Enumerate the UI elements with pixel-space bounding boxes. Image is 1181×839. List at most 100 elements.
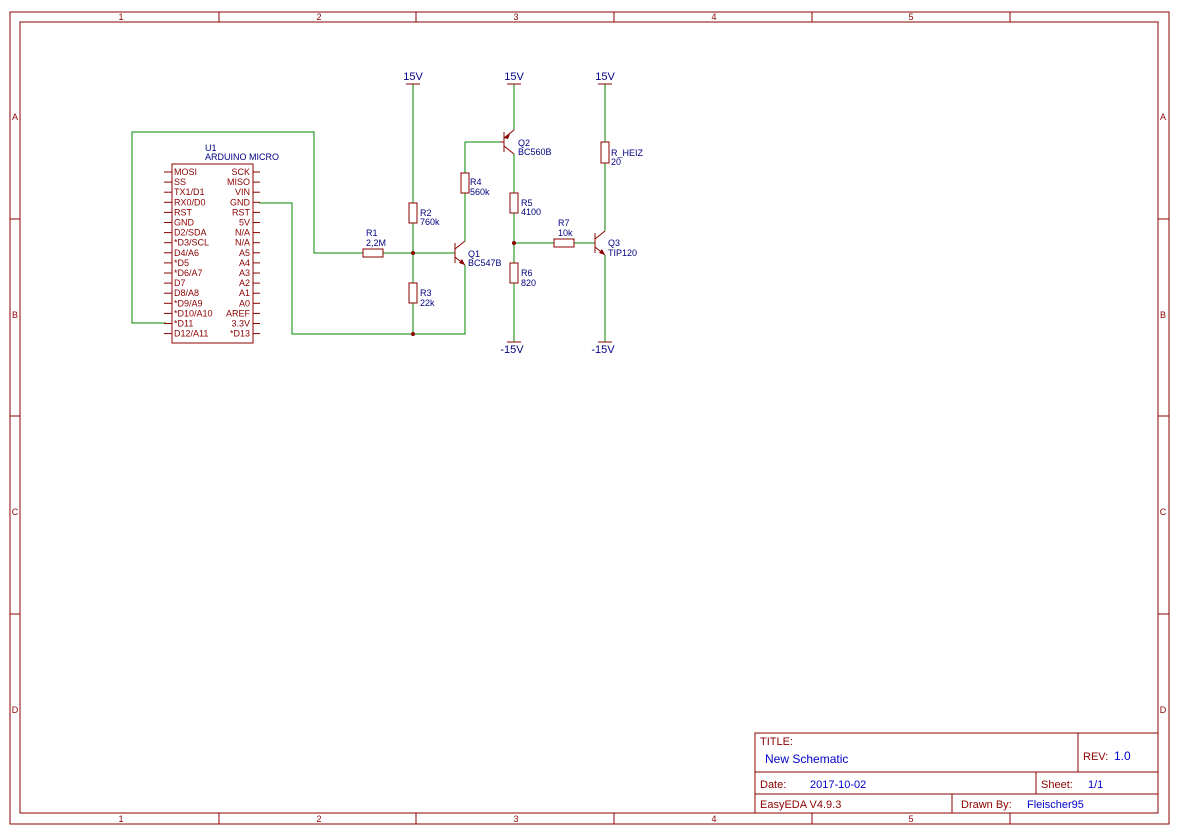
arduino-left-pin-label: RST <box>174 207 193 217</box>
grid-row-label: D <box>12 705 19 715</box>
grid-col-label: 5 <box>908 814 913 824</box>
grid-row-label: C <box>12 507 19 517</box>
r3-value: 22k <box>420 298 435 308</box>
arduino-ref: U1 <box>205 143 217 153</box>
resistor-r3[interactable]: R3 22k <box>408 282 435 308</box>
power-label-15v: 15V <box>504 71 524 83</box>
arduino-right-pin-label: A5 <box>239 248 250 258</box>
grid-row-label: D <box>1160 705 1167 715</box>
r2-value: 760k <box>420 217 440 227</box>
q1-ref: Q1 <box>468 249 480 259</box>
power-symbols: 15V 15V 15V -15V -15V <box>403 71 615 356</box>
rev-label: REV: <box>1083 751 1108 763</box>
arduino-left-pin-label: *D11 <box>174 319 193 329</box>
r5-ref: R5 <box>521 198 533 208</box>
arduino-left-pin-label: *D3/SCL <box>174 238 209 248</box>
arduino-right-pin-label: *D13 <box>230 329 250 339</box>
arduino-left-pin-label: MOSI <box>174 167 197 177</box>
arduino-right-pin-label: N/A <box>235 228 250 238</box>
arduino-right-pin-label: GND <box>230 197 251 207</box>
q1-value: BC547B <box>468 258 502 268</box>
junction-dot <box>512 241 516 245</box>
r7-ref: R7 <box>558 218 570 228</box>
grid-col-label: 1 <box>118 814 123 824</box>
title-label: TITLE: <box>760 736 793 748</box>
arduino-left-pin-label: RX0/D0 <box>174 197 206 207</box>
arduino-right-pin-label: SCK <box>231 167 250 177</box>
grid-row-label: B <box>12 310 18 320</box>
arduino-right-pin-label: A0 <box>239 298 250 308</box>
arduino-left-pin-label: D2/SDA <box>174 228 207 238</box>
resistor-r1[interactable]: R1 2,2M <box>362 228 386 258</box>
arduino-name: ARDUINO MICRO <box>205 152 279 162</box>
title-block: TITLE: New Schematic REV: 1.0 Date: 2017… <box>754 732 1159 814</box>
grid-row-label: C <box>1160 507 1167 517</box>
power-label-neg15v: -15V <box>591 344 615 356</box>
r6-ref: R6 <box>521 268 533 278</box>
schematic-title: New Schematic <box>765 752 848 766</box>
sheet-frame: 1 2 3 4 5 1 2 3 4 5 A B C D A B C D <box>9 11 1170 825</box>
arduino-right-pin-label: A1 <box>239 288 250 298</box>
r1-ref: R1 <box>366 228 378 238</box>
power-label-neg15v: -15V <box>500 344 524 356</box>
wire-d11-to-r1[interactable] <box>131 131 363 324</box>
arduino-right-pin-label: N/A <box>235 238 250 248</box>
arduino-left-pin-label: *D9/A9 <box>174 298 203 308</box>
junction-dot <box>411 251 415 255</box>
grid-col-label: 5 <box>908 12 913 22</box>
r4-value: 560k <box>470 187 490 197</box>
resistor-r2[interactable]: R2 760k <box>408 202 440 227</box>
transistor-q2[interactable]: Q2 BC560B <box>500 129 552 157</box>
power-label-15v: 15V <box>595 71 615 83</box>
arduino-left-pin-label: D12/A11 <box>174 329 208 339</box>
arduino-left-pin-label: D7 <box>174 278 186 288</box>
r4-ref: R4 <box>470 177 482 187</box>
grid-col-label: 3 <box>513 814 518 824</box>
resistor-r5[interactable]: R5 4100 <box>509 192 541 217</box>
wire-r4-q2b[interactable] <box>464 141 500 173</box>
arduino-micro[interactable]: U1 ARDUINO MICRO MOSISSTX1/D1RX0/D0RSTGN… <box>164 143 279 344</box>
q3-value: TIP120 <box>608 248 637 258</box>
r5-value: 4100 <box>521 207 541 217</box>
arduino-left-pin-label: *D10/A10 <box>174 308 213 318</box>
rheiz-ref: R_HEIZ <box>611 148 644 158</box>
arduino-pins: MOSISSTX1/D1RX0/D0RSTGNDD2/SDA*D3/SCLD4/… <box>164 167 260 339</box>
grid-col-label: 3 <box>513 12 518 22</box>
grid-row-label: B <box>1160 310 1166 320</box>
arduino-right-pin-label: RST <box>232 207 251 217</box>
transistor-q1[interactable]: Q1 BC547B <box>454 240 502 268</box>
r3-ref: R3 <box>420 288 432 298</box>
arduino-left-pin-label: GND <box>174 218 195 228</box>
r1-value: 2,2M <box>366 238 386 248</box>
drawn-by-label: Drawn By: <box>961 799 1012 811</box>
resistor-r4[interactable]: R4 560k <box>460 172 490 197</box>
arduino-right-pin-label: A3 <box>239 268 250 278</box>
arduino-left-pin-label: TX1/D1 <box>174 187 205 197</box>
arduino-right-pin-label: MISO <box>227 177 250 187</box>
arduino-left-pin-label: D4/A6 <box>174 248 199 258</box>
q2-value: BC560B <box>518 147 552 157</box>
arduino-right-pin-label: 3.3V <box>231 319 250 329</box>
arduino-body[interactable] <box>171 163 254 344</box>
arduino-right-pin-label: AREF <box>226 308 251 318</box>
r2-ref: R2 <box>420 208 432 218</box>
date-label: Date: <box>760 779 786 791</box>
wire-gnd-rail[interactable] <box>259 202 466 335</box>
grid-col-label: 2 <box>316 12 321 22</box>
grid-col-label: 4 <box>711 814 716 824</box>
resistor-r6[interactable]: R6 820 <box>509 262 536 288</box>
arduino-left-pin-label: *D6/A7 <box>174 268 203 278</box>
arduino-right-pin-label: VIN <box>235 187 250 197</box>
grid-col-label: 1 <box>118 12 123 22</box>
arduino-left-pin-label: SS <box>174 177 186 187</box>
power-label-15v: 15V <box>403 71 423 83</box>
transistor-q3[interactable]: Q3 TIP120 <box>594 230 637 258</box>
resistor-rheiz[interactable]: R_HEIZ 20 <box>600 141 644 167</box>
rheiz-value: 20 <box>611 157 621 167</box>
software-version: EasyEDA V4.9.3 <box>760 799 841 811</box>
sheet-label: Sheet: <box>1041 779 1073 791</box>
rev-value: 1.0 <box>1114 749 1131 763</box>
grid-row-label: A <box>1160 112 1166 122</box>
arduino-right-pin-label: 5V <box>239 218 250 228</box>
resistor-r7[interactable]: R7 10k <box>553 218 575 248</box>
